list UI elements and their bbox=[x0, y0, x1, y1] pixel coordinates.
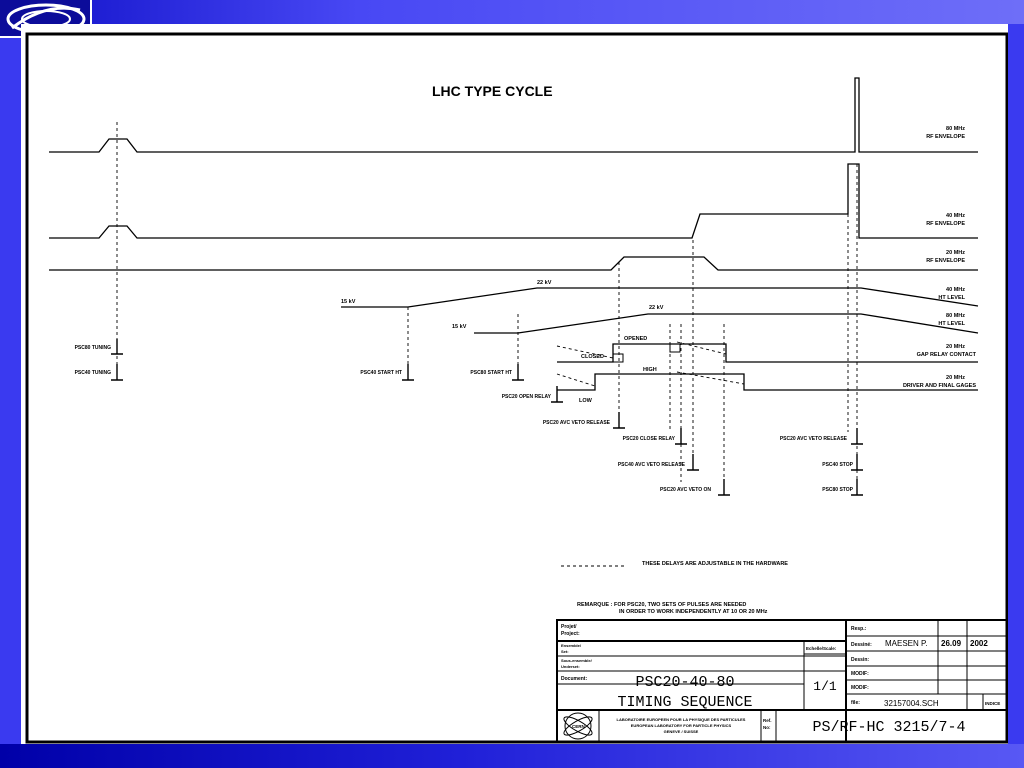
title-block bbox=[556, 619, 1008, 743]
rf20-envelope-trace bbox=[49, 256, 978, 271]
drawing-number: PS/RF-HC 3215/7-4 bbox=[812, 719, 965, 736]
ht80-peak-voltage: 22 kV bbox=[649, 305, 664, 311]
modif-label-b: MODIF: bbox=[851, 685, 869, 691]
rf80-label-1: 80 MHz bbox=[946, 126, 965, 132]
drawing-sheet: LHC TYPE CYCLE bbox=[21, 24, 1008, 744]
cern-logo-text: CERN bbox=[572, 724, 585, 729]
event-psc20-open-relay: PSC20 OPEN RELAY bbox=[502, 394, 552, 400]
modif-label-a: MODIF: bbox=[851, 671, 869, 677]
gap-label-1: 20 MHz bbox=[946, 344, 965, 350]
document-title-line-2: TIMING SEQUENCE bbox=[617, 694, 752, 711]
tick-psc80-tuning bbox=[111, 339, 123, 355]
tick-psc40-stop bbox=[851, 454, 863, 471]
ht80-label-1: 80 MHz bbox=[946, 313, 965, 319]
dessine-label: Dessiné: bbox=[851, 642, 872, 648]
org-line-2: EUROPEAN LABORATORY FOR PARTICLE PHYSICS bbox=[631, 723, 732, 728]
diagram-title: LHC TYPE CYCLE bbox=[432, 83, 553, 99]
state-opened: OPENED bbox=[624, 336, 647, 342]
indice-label: INDICE bbox=[985, 701, 1000, 706]
ensemble-label-2: Set: bbox=[561, 649, 569, 654]
ht80-start-voltage: 15 kV bbox=[452, 324, 467, 330]
scale-value: 1/1 bbox=[813, 679, 837, 694]
drv-label-2: DRIVER AND FINAL GAGES bbox=[903, 383, 976, 389]
remark-line-2: IN ORDER TO WORK INDEPENDENTLY AT 10 OR … bbox=[619, 609, 768, 615]
state-closed: CLOSED bbox=[581, 354, 604, 360]
tick-avc-release-2 bbox=[851, 428, 863, 445]
driver-gages-trace bbox=[557, 373, 978, 391]
rf40-label-1: 40 MHz bbox=[946, 213, 965, 219]
delay-diagonal-2 bbox=[556, 373, 596, 387]
event-psc20-avc-veto-release: PSC20 AVC VETO RELEASE bbox=[543, 420, 611, 426]
event-psc40-tuning: PSC40 TUNING bbox=[75, 370, 112, 376]
tick-psc80-stop bbox=[851, 479, 863, 496]
delay-legend: THESE DELAYS ARE ADJUSTABLE IN THE HARDW… bbox=[642, 561, 788, 567]
document-title-line-1: PSC20-40-80 bbox=[635, 674, 734, 691]
document-label: Document: bbox=[561, 676, 587, 682]
event-psc20-avc-veto-on: PSC20 AVC VETO ON bbox=[660, 487, 711, 493]
tick-psc40-start bbox=[402, 364, 414, 381]
rf20-label-2: RF ENVELOPE bbox=[926, 258, 965, 264]
ensemble-label-1: Ensemble/ bbox=[561, 643, 582, 648]
ht40-level-trace bbox=[341, 287, 979, 308]
event-psc20-avc-veto-release-2: PSC20 AVC VETO RELEASE bbox=[780, 436, 848, 442]
ht40-label-1: 40 MHz bbox=[946, 287, 965, 293]
projet-label-2: Project: bbox=[561, 631, 580, 637]
ref-label-2: No: bbox=[763, 725, 771, 730]
bottom-bar bbox=[0, 744, 1024, 768]
drawing-border bbox=[25, 32, 1008, 744]
year-value: 2002 bbox=[970, 639, 988, 648]
event-psc40-start-ht: PSC40 START HT bbox=[360, 370, 402, 376]
event-psc80-stop: PSC80 STOP bbox=[822, 487, 853, 493]
tick-veto-on bbox=[718, 479, 730, 496]
state-low: LOW bbox=[579, 398, 593, 404]
cern-logo bbox=[563, 712, 593, 740]
gap-label-2: GAP RELAY CONTACT bbox=[917, 352, 977, 358]
event-psc40-avc-veto-release: PSC40 AVC VETO RELEASE bbox=[618, 462, 686, 468]
projet-label-1: Projet/ bbox=[561, 624, 577, 630]
rf80-label-2: RF ENVELOPE bbox=[926, 134, 965, 140]
ht40-start-voltage: 15 kV bbox=[341, 299, 356, 305]
drv-label-1: 20 MHz bbox=[946, 375, 965, 381]
org-line-3: GENEVE / SUISSE bbox=[664, 729, 699, 734]
ht80-level-trace bbox=[474, 313, 979, 334]
remark-line-1: REMARQUE : FOR PSC20, TWO SETS OF PULSES… bbox=[577, 602, 746, 608]
relay-box-2 bbox=[669, 343, 681, 353]
dessin-label: Dessin: bbox=[851, 657, 869, 663]
rf40-label-2: RF ENVELOPE bbox=[926, 221, 965, 227]
ref-label-1: Ref. bbox=[763, 718, 772, 723]
file-value: 32157004.SCH bbox=[884, 699, 939, 708]
tick-open-relay bbox=[551, 386, 563, 403]
event-psc40-stop: PSC40 STOP bbox=[822, 462, 853, 468]
gap-relay-trace bbox=[557, 343, 978, 363]
event-psc80-tuning: PSC80 TUNING bbox=[75, 345, 112, 351]
sous-ensemble-label-2: Underset: bbox=[561, 664, 580, 669]
tick-avc-release bbox=[613, 412, 625, 429]
sous-ensemble-label-1: Sous-ensemble/ bbox=[561, 658, 593, 663]
delay-diagonal-3 bbox=[676, 341, 727, 355]
tick-psc40-avc bbox=[687, 454, 699, 471]
timing-diagram: LHC TYPE CYCLE bbox=[25, 32, 1008, 744]
file-label: file: bbox=[851, 700, 860, 706]
rf20-label-1: 20 MHz bbox=[946, 250, 965, 256]
dessine-value: MAESEN P. bbox=[885, 639, 928, 648]
top-title-bar bbox=[0, 0, 1024, 24]
date-value: 26.09 bbox=[941, 639, 962, 648]
echelle-label: Echelle/Scale: bbox=[806, 646, 837, 651]
ht40-label-2: HT LEVEL bbox=[938, 295, 965, 301]
rf80-envelope-trace bbox=[49, 77, 978, 153]
rf40-envelope-trace bbox=[49, 163, 978, 239]
ht80-label-2: HT LEVEL bbox=[938, 321, 965, 327]
tick-psc80-start bbox=[512, 364, 524, 381]
ht40-peak-voltage: 22 kV bbox=[537, 280, 552, 286]
delay-diagonal-4 bbox=[676, 371, 745, 385]
resp-label: Resp.: bbox=[851, 626, 867, 632]
event-psc20-close-relay: PSC20 CLOSE RELAY bbox=[623, 436, 676, 442]
tick-close-relay bbox=[675, 428, 687, 445]
tick-psc40-tuning bbox=[111, 364, 123, 381]
state-high: HIGH bbox=[643, 367, 657, 373]
relay-box-1 bbox=[612, 353, 624, 363]
event-psc80-start-ht: PSC80 START HT bbox=[470, 370, 512, 376]
org-line-1: LABORATOIRE EUROPEEN POUR LA PHYSIQUE DE… bbox=[617, 717, 746, 722]
